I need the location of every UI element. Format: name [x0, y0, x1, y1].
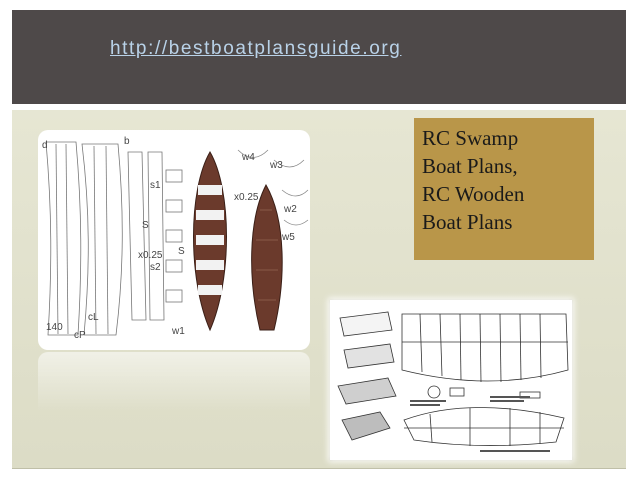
- plan-label: w5: [281, 232, 295, 243]
- title-bar: http://bestboatplansguide.org: [12, 10, 626, 104]
- caption-box: RC Swamp Boat Plans, RC Wooden Boat Plan…: [414, 118, 594, 260]
- slide: http://bestboatplansguide.org: [12, 10, 626, 469]
- caption-line: Boat Plans,: [422, 154, 518, 178]
- website-link[interactable]: http://bestboatplansguide.org: [110, 38, 402, 59]
- plan-label: w1: [171, 326, 185, 337]
- plan-label: w4: [241, 152, 255, 163]
- image-reflection: [38, 352, 310, 412]
- plan-label: x0.25: [138, 250, 163, 261]
- plan-label: S: [142, 220, 149, 231]
- plan-pieces-drawing: d b s1 s2 S S w1 w2 w3 w4 w5 x0.25 x0.25…: [42, 136, 309, 341]
- plan-label: 140: [46, 322, 63, 333]
- boat-blueprint-icon: [337, 311, 569, 452]
- caption-line: RC Wooden: [422, 182, 525, 206]
- plan-label: s2: [150, 262, 161, 273]
- caption-line: Boat Plans: [422, 210, 513, 234]
- plan-label: S: [178, 246, 185, 257]
- plan-label: cL: [88, 312, 99, 323]
- caption-line: RC Swamp: [422, 126, 519, 150]
- plan-label: b: [124, 136, 130, 147]
- plan-label: w2: [283, 204, 297, 215]
- boat-plan-pieces-image: d b s1 s2 S S w1 w2 w3 w4 w5 x0.25 x0.25…: [38, 130, 310, 350]
- content-area: d b s1 s2 S S w1 w2 w3 w4 w5 x0.25 x0.25…: [12, 110, 626, 469]
- boat-blueprint-image: [330, 300, 572, 460]
- plan-label: d: [42, 140, 48, 151]
- plan-label: s1: [150, 180, 161, 191]
- plan-label: x0.25: [234, 192, 259, 203]
- plan-label: w3: [269, 160, 283, 171]
- plan-label: cP: [74, 330, 86, 341]
